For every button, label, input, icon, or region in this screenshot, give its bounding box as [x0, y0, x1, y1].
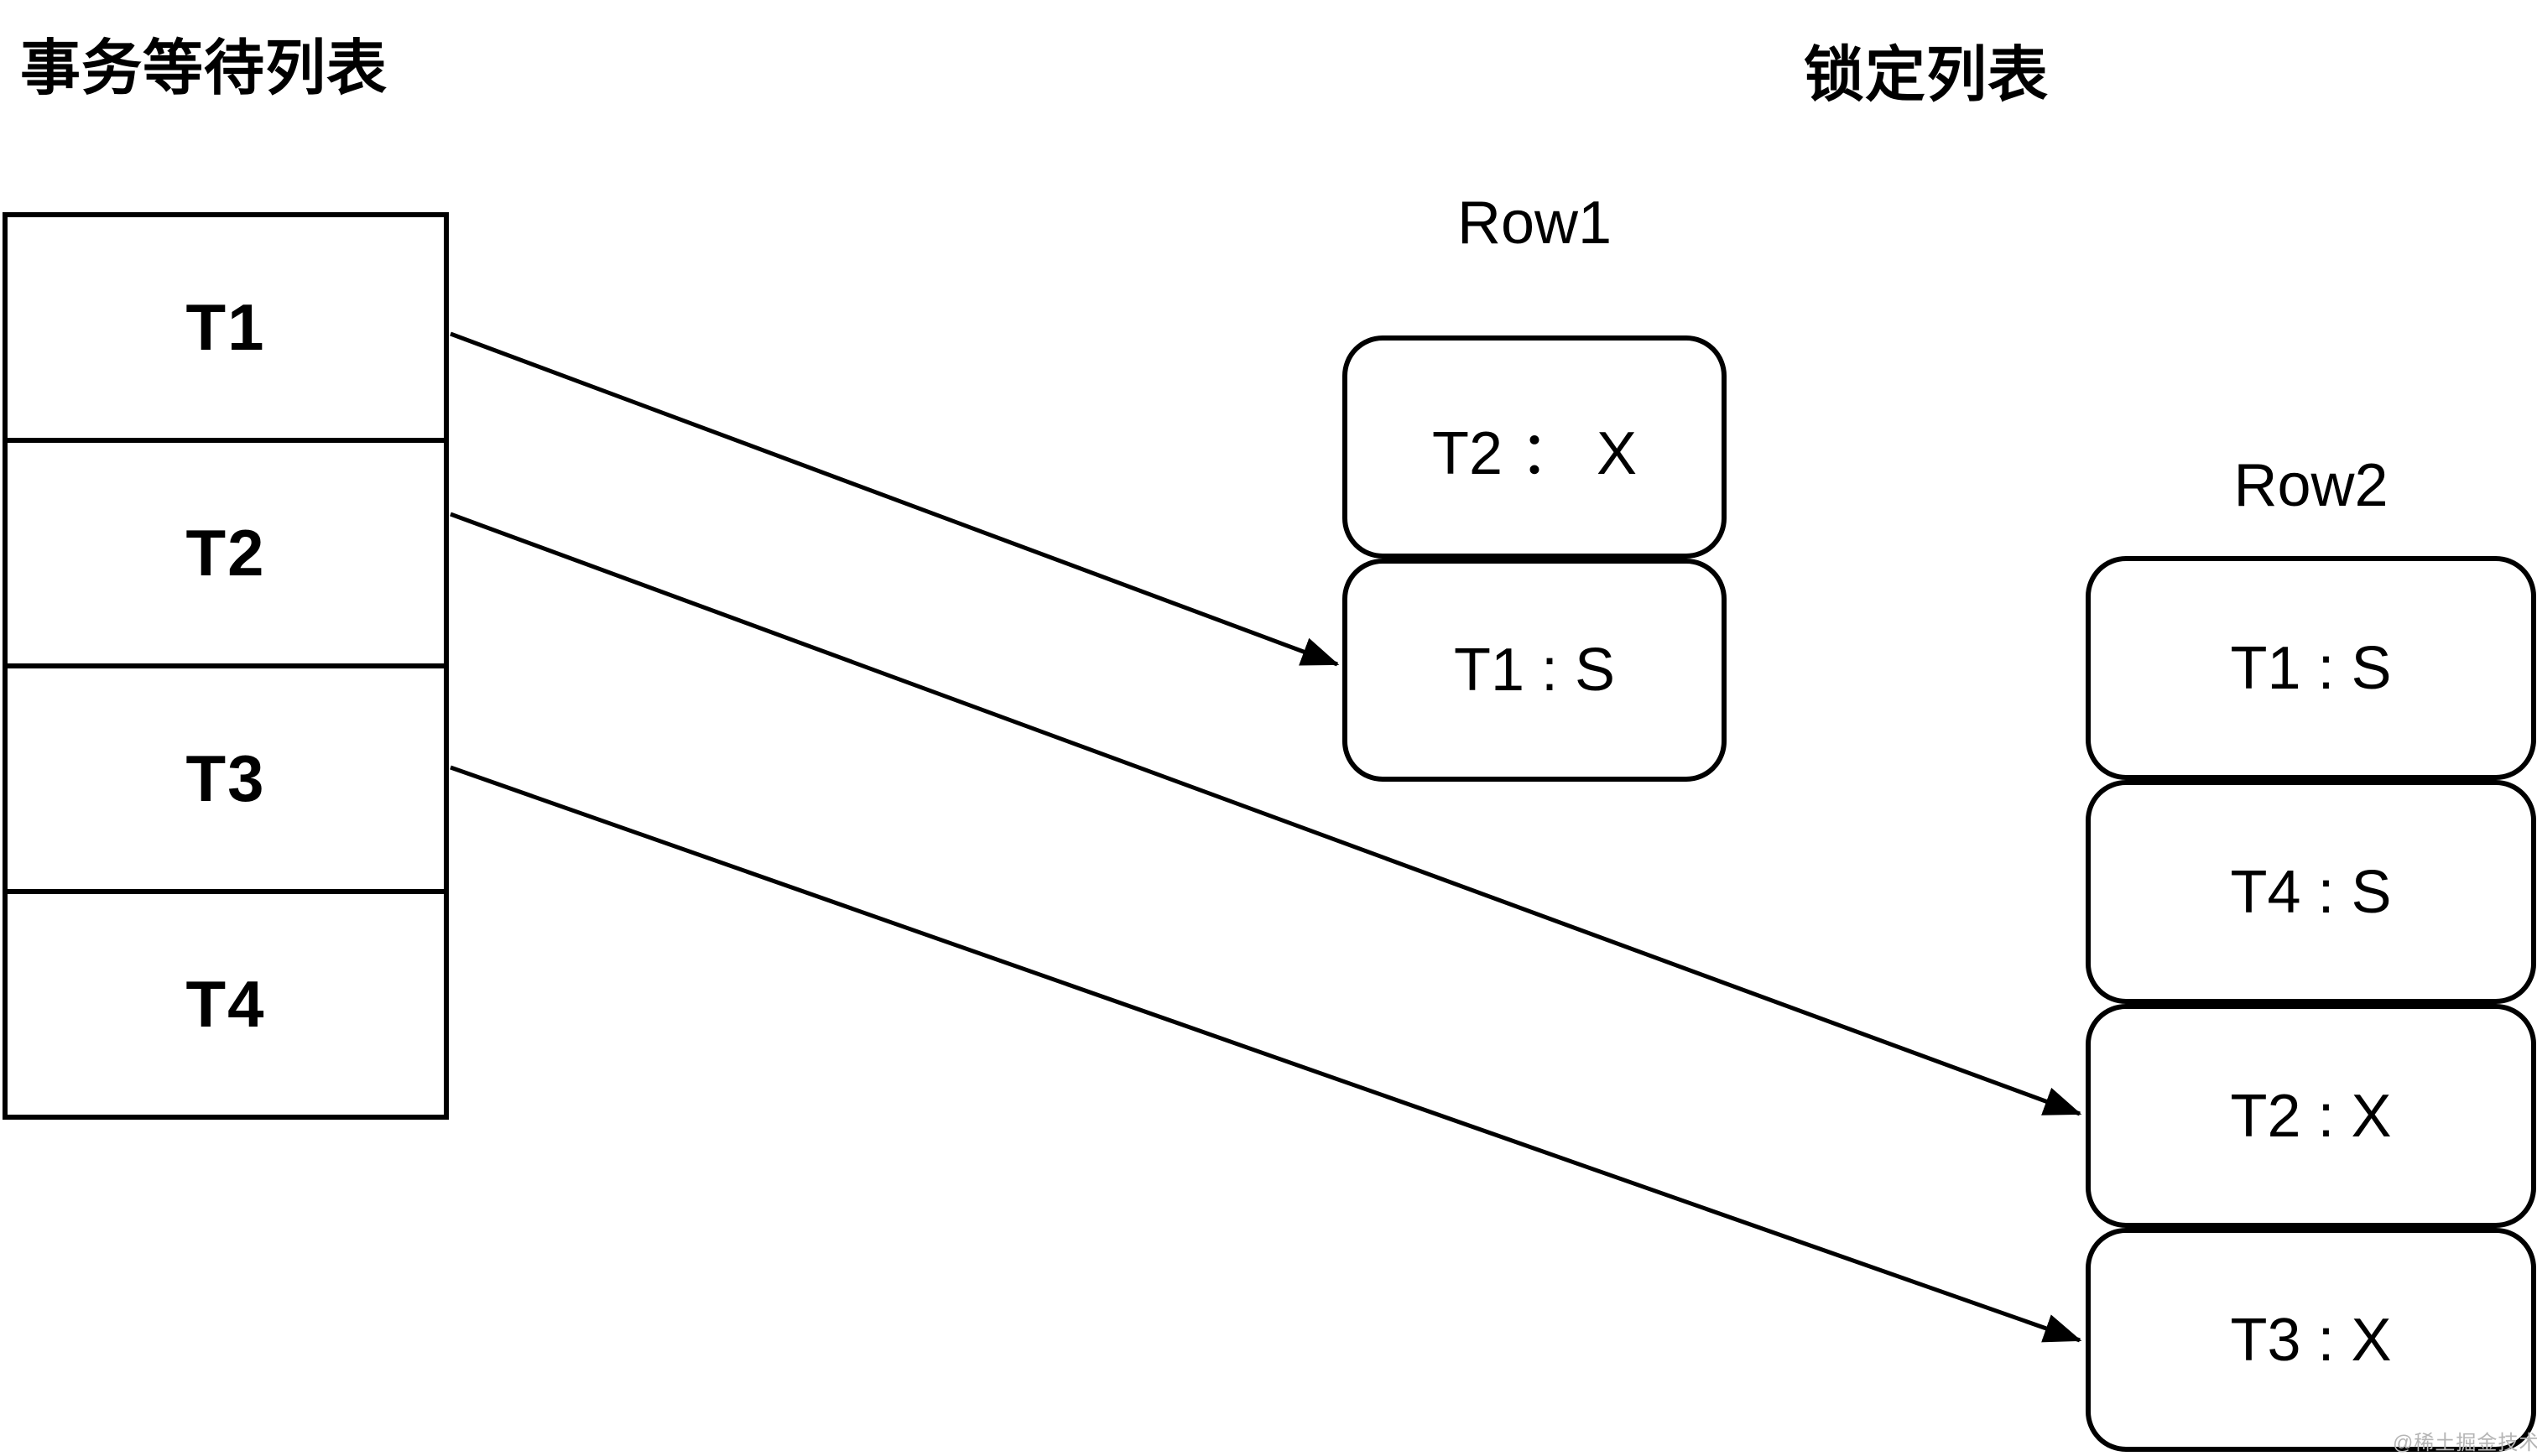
wait-list-title: 事务等待列表: [20, 35, 388, 102]
transaction-wait-table: T1 T2 T3 T4: [3, 212, 449, 1120]
lock-box-label: T3 : X: [2230, 1306, 2392, 1374]
wait-row-t1: T1: [8, 217, 444, 443]
wait-row-t4: T4: [8, 894, 444, 1115]
lock-box-label: T1 : S: [2230, 634, 2392, 702]
row1-lock-stack: T2 ： X T1 : S: [1342, 335, 1727, 782]
wait-row-t3: T3: [8, 668, 444, 894]
row2-lock-stack: T1 : S T4 : S T2 : X T3 : X: [2086, 556, 2536, 1452]
lock-box-label: T2 : X: [2230, 1082, 2392, 1150]
lock-box-row2-t3x: T3 : X: [2086, 1228, 2536, 1452]
lock-box-row2-t2x: T2 : X: [2086, 1004, 2536, 1228]
wait-row-t2: T2: [8, 443, 444, 668]
lock-box-row2-t1s: T1 : S: [2086, 556, 2536, 780]
wait-row-label: T3: [185, 741, 266, 815]
arrow-T3-to-Row2-T3:X: [450, 765, 2082, 1343]
lock-box-row1-t2x: T2 ： X: [1342, 335, 1727, 559]
lock-list-title: 锁定列表: [1804, 42, 2050, 109]
watermark: @稀土掘金技术社区: [2393, 1432, 2537, 1454]
row1-label: Row1: [1456, 190, 1612, 257]
wait-row-label: T1: [185, 290, 266, 364]
row2-label: Row2: [2233, 452, 2389, 519]
wait-row-label: T2: [185, 516, 266, 590]
lock-box-row1-t1s: T1 : S: [1342, 559, 1727, 782]
lock-box-label: T2 ： X: [1431, 419, 1638, 487]
lock-box-label: T1 : S: [1453, 637, 1616, 704]
arrow-T1-to-Row1-T1:S: [450, 331, 1340, 667]
arrow-T2-to-Row2-T2:X: [450, 512, 2082, 1116]
lock-box-row2-t4s: T4 : S: [2086, 780, 2536, 1004]
lock-box-label: T4 : S: [2230, 858, 2392, 926]
wait-row-label: T4: [185, 967, 266, 1041]
